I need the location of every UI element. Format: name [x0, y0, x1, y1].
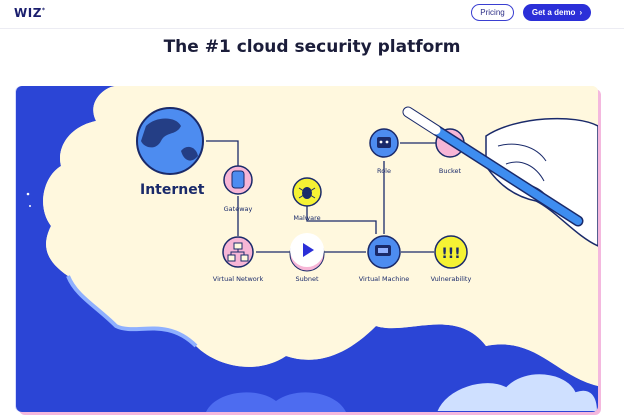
alert-icon: !!!	[441, 246, 460, 262]
bottom-cloud	[434, 372, 598, 412]
network-icon	[227, 242, 249, 262]
subnet-label: Subnet	[295, 275, 318, 283]
internet-label: Internet	[140, 182, 205, 198]
pricing-label: Pricing	[480, 8, 505, 17]
internet-node: Internet	[136, 107, 205, 198]
malware-label: Malware	[293, 214, 320, 222]
malware-node: Malware	[292, 177, 322, 222]
get-a-demo-label: Get a demo	[531, 8, 576, 17]
virtual-machine-node: Virtual Machine	[359, 235, 410, 283]
bottom-cloud-2	[206, 392, 346, 412]
pen-icon	[402, 106, 584, 227]
page-title: The #1 cloud security platform	[163, 37, 461, 57]
get-a-demo-button[interactable]: Get a demo›	[523, 4, 591, 21]
cloud-edge	[66, 275, 198, 348]
top-navigation-bar: WIZ* Pricing Get a demo›	[0, 0, 624, 29]
gateway-label: Gateway	[224, 205, 253, 213]
robot-icon	[377, 137, 391, 148]
virtual-machine-label: Virtual Machine	[359, 275, 410, 283]
graph-edges	[206, 140, 436, 253]
star	[29, 205, 31, 207]
video-frame-illustration: Internet Gateway Malware Role Bucket	[16, 86, 598, 412]
door-icon	[231, 170, 245, 189]
star	[26, 192, 30, 196]
virtual-network-node: Virtual Network	[213, 236, 264, 283]
bucket-label: Bucket	[439, 167, 462, 175]
vulnerability-label: Vulnerability	[431, 275, 472, 283]
role-node: Role	[369, 128, 399, 175]
virtual-network-label: Virtual Network	[213, 275, 264, 283]
role-label: Role	[377, 167, 391, 175]
subnet-node[interactable]: Subnet	[289, 233, 325, 283]
chevron-right-icon: ›	[579, 8, 583, 17]
pricing-button[interactable]: Pricing	[471, 4, 514, 21]
vulnerability-node: !!! Vulnerability	[431, 235, 472, 283]
gateway-node: Gateway	[223, 165, 253, 213]
play-icon[interactable]	[303, 243, 314, 257]
wiz-logo[interactable]: WIZ*	[14, 6, 46, 20]
video-player[interactable]: Internet Gateway Malware Role Bucket	[16, 86, 598, 412]
